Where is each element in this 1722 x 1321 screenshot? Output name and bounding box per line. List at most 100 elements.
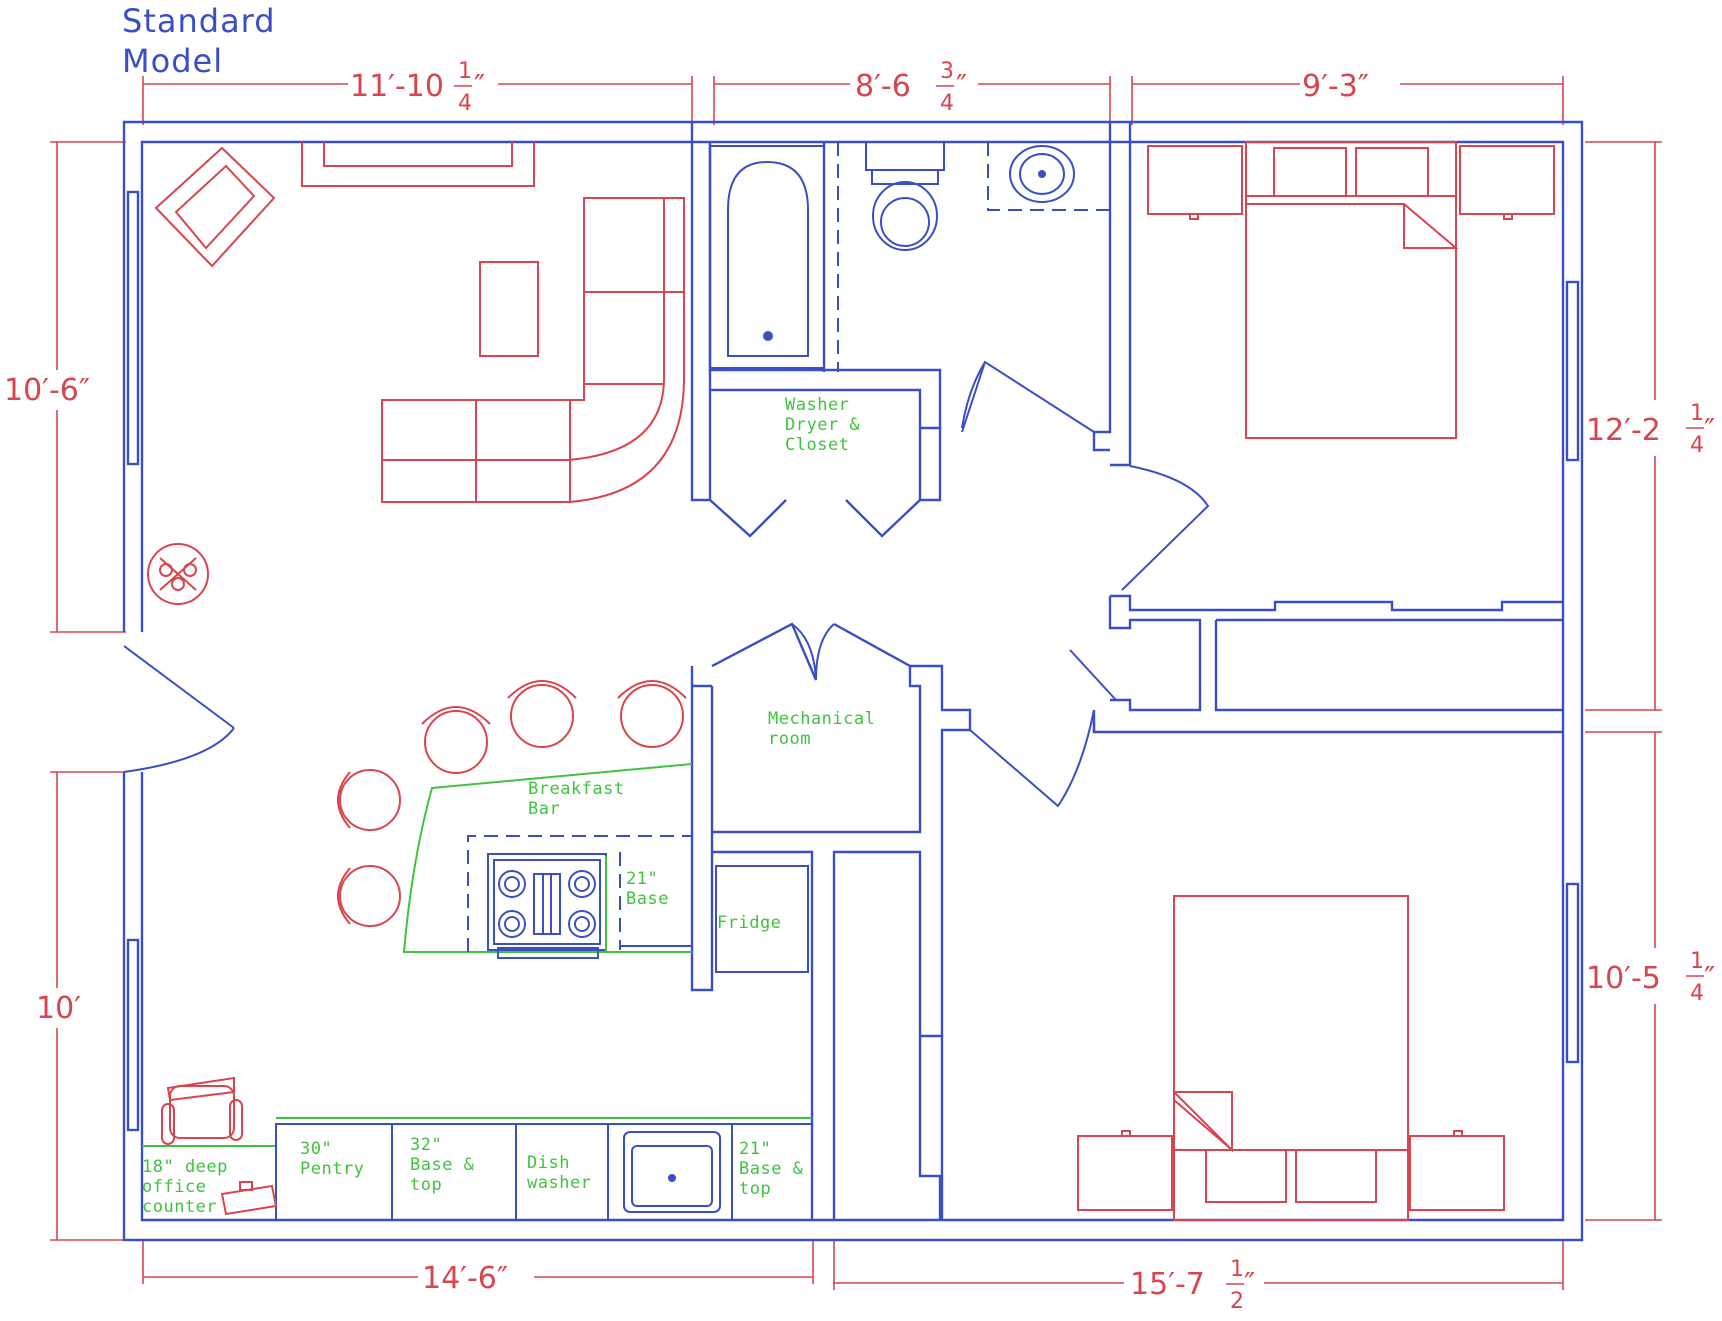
- title-line-1: Standard: [122, 2, 276, 40]
- label-pantry: 30" Pentry: [300, 1139, 364, 1179]
- lower-counters: [142, 1117, 813, 1221]
- svg-text:30": 30": [300, 1139, 332, 1159]
- svg-text:office: office: [142, 1177, 206, 1197]
- svg-text:Pentry: Pentry: [300, 1159, 364, 1179]
- fridge: [715, 865, 809, 973]
- bathroom-door[interactable]: [961, 361, 986, 429]
- svg-text:Base: Base: [626, 889, 669, 909]
- svg-text:9′-3″: 9′-3″: [1302, 69, 1369, 104]
- svg-text:″: ″: [1704, 961, 1715, 996]
- kitchen-sink: [623, 1131, 721, 1213]
- office-printer: [220, 1181, 278, 1216]
- svg-text:″: ″: [1244, 1267, 1255, 1302]
- svg-text:Dish: Dish: [527, 1153, 570, 1173]
- plant: [147, 543, 209, 605]
- svg-text:11′-10: 11′-10: [350, 69, 444, 104]
- bedroom-1-nightstand-left: [1147, 145, 1243, 220]
- svg-text:1: 1: [458, 59, 472, 84]
- svg-text:10′-5: 10′-5: [1586, 961, 1661, 996]
- svg-text:18" deep: 18" deep: [142, 1157, 228, 1177]
- coffee-table: [479, 261, 539, 357]
- svg-text:″: ″: [1704, 413, 1715, 448]
- label-breakfast-bar: Breakfast Bar: [528, 779, 625, 819]
- svg-text:Base &: Base &: [739, 1159, 804, 1179]
- svg-text:counter: counter: [142, 1197, 217, 1217]
- label-washer-dryer: Washer Dryer & Closet: [785, 395, 860, 455]
- bathtub: [709, 145, 825, 369]
- dimension-top-left: 11′-10 1 4 ″: [348, 59, 498, 116]
- svg-text:15′-7: 15′-7: [1130, 1267, 1205, 1302]
- svg-text:Bar: Bar: [528, 799, 560, 819]
- svg-text:32": 32": [410, 1135, 442, 1155]
- svg-text:4: 4: [1690, 981, 1704, 1006]
- svg-text:2: 2: [1230, 1289, 1244, 1314]
- sectional-sofa: [381, 197, 685, 503]
- svg-text:10′-6″: 10′-6″: [4, 373, 90, 408]
- dimension-bottom-right: 15′-7 1 2 ″: [1124, 1257, 1264, 1314]
- svg-text:top: top: [739, 1179, 771, 1199]
- sink: [987, 142, 1110, 211]
- tv-console: [301, 142, 535, 187]
- bedroom-2-nightstand-left: [1077, 1130, 1173, 1211]
- svg-text:1: 1: [1690, 401, 1704, 426]
- svg-text:8′-6: 8′-6: [855, 69, 911, 104]
- dimension-bottom-left: 14′-6″: [418, 1260, 534, 1296]
- svg-text:Washer: Washer: [785, 395, 849, 415]
- dimension-left-bottom: 10′: [34, 988, 86, 1028]
- toilet: [837, 141, 945, 372]
- bedroom-2-nightstand-right: [1409, 1130, 1505, 1211]
- bedroom-2-door[interactable]: [969, 649, 1117, 808]
- bedroom-1-door[interactable]: [961, 360, 1210, 591]
- bedroom-1-bed: [1245, 141, 1459, 439]
- svg-text:Mechanical: Mechanical: [768, 709, 875, 729]
- svg-text:″: ″: [474, 69, 485, 104]
- dimension-top-right: 9′-3″: [1300, 64, 1400, 104]
- entry-door[interactable]: [123, 645, 235, 773]
- bedroom-1-nightstand-right: [1459, 145, 1555, 220]
- office-chair: [161, 1076, 243, 1145]
- svg-text:14′-6″: 14′-6″: [422, 1261, 508, 1296]
- svg-text:Fridge: Fridge: [717, 913, 781, 933]
- label-fridge: Fridge: [717, 913, 781, 933]
- svg-text:21": 21": [739, 1139, 771, 1159]
- dimension-left-top: 10′-6″: [2, 370, 112, 410]
- svg-text:top: top: [410, 1175, 442, 1195]
- dimension-top-mid: 8′-6 3 4 ″: [850, 59, 978, 116]
- armchair: [154, 146, 276, 268]
- svg-text:1: 1: [1690, 949, 1704, 974]
- bar-stools: [337, 680, 687, 927]
- label-office-counter: 18" deep office counter: [142, 1157, 228, 1217]
- svg-text:4: 4: [458, 91, 472, 116]
- breakfast-bar: [402, 763, 693, 953]
- label-base-21-upper: 21" Base: [626, 869, 669, 909]
- stove: [487, 853, 607, 959]
- svg-text:4: 4: [1690, 433, 1704, 458]
- svg-text:10′: 10′: [36, 991, 81, 1026]
- svg-text:Closet: Closet: [785, 435, 849, 455]
- interior-walls: [690, 122, 1563, 1220]
- label-base-32: 32" Base & top: [410, 1135, 475, 1195]
- dimension-lines: [50, 76, 1662, 1290]
- svg-text:21": 21": [626, 869, 658, 889]
- svg-text:Base &: Base &: [410, 1155, 475, 1175]
- svg-text:room: room: [768, 729, 811, 749]
- svg-text:washer: washer: [527, 1173, 591, 1193]
- exterior-walls: [122, 120, 1584, 1242]
- svg-text:4: 4: [940, 91, 954, 116]
- bedroom-2-bed: [1173, 895, 1409, 1221]
- label-dishwasher: Dish washer: [527, 1153, 591, 1193]
- label-mechanical-room: Mechanical room: [768, 709, 875, 749]
- dimension-right-bottom: 10′-5 1 4 ″: [1584, 948, 1720, 1006]
- svg-text:3: 3: [940, 59, 954, 84]
- title-line-2: Model: [122, 42, 223, 80]
- dimension-right-top: 12′-2 1 4 ″: [1584, 400, 1720, 458]
- label-base-21-lower: 21" Base & top: [739, 1139, 804, 1199]
- mechanical-door[interactable]: [791, 623, 835, 681]
- base-cabinet-upper: [605, 852, 692, 953]
- svg-text:″: ″: [956, 69, 967, 104]
- svg-text:Dryer &: Dryer &: [785, 415, 860, 435]
- svg-text:Breakfast: Breakfast: [528, 779, 625, 799]
- svg-text:1: 1: [1230, 1257, 1244, 1282]
- svg-text:12′-2: 12′-2: [1586, 413, 1661, 448]
